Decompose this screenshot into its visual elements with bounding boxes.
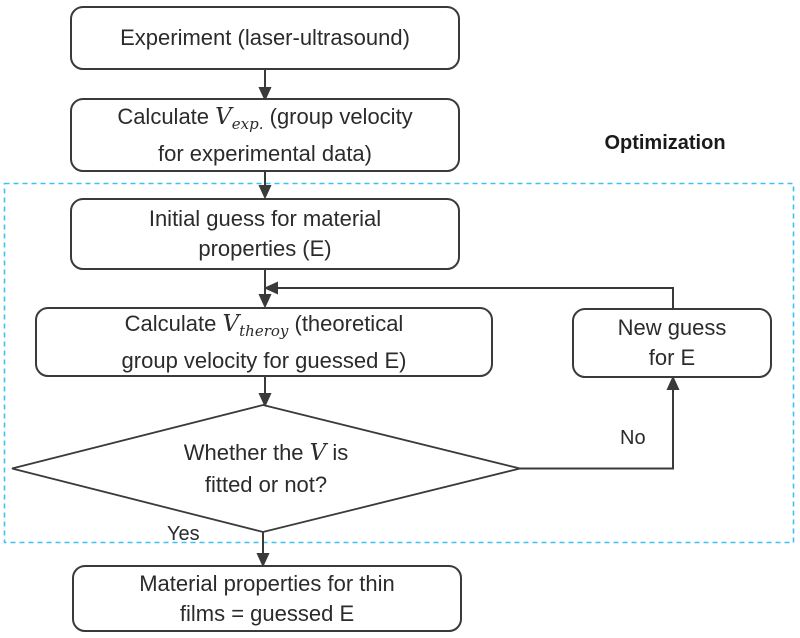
arrowhead	[258, 294, 272, 309]
text-part: Whether the	[183, 440, 310, 465]
feedback-line	[276, 287, 674, 308]
text-part: Calculate	[124, 310, 223, 336]
math-var-v: V	[309, 440, 327, 466]
node-decision-line2: fitted or not?	[204, 472, 328, 497]
optimization-region-border	[3, 182, 795, 544]
text-part: is	[326, 440, 349, 465]
node-calc-vtheory: Calculate Vtheroy (theoretical group vel…	[35, 307, 493, 377]
decision-diamond	[11, 404, 521, 533]
node-result-line1: Material properties for thin	[139, 570, 395, 596]
node-new-guess-line2: for E	[648, 345, 696, 370]
optimization-label: Optimization	[604, 132, 726, 154]
math-sub-exp: exp.	[231, 114, 264, 133]
node-calc-vtheory-line1: Calculate Vtheroy (theoretical	[125, 309, 404, 346]
text-part: (group velocity	[263, 103, 413, 129]
node-initial-guess-line2: properties (E)	[198, 236, 332, 261]
node-initial-guess: Initial guess for material properties (E…	[70, 198, 460, 270]
node-new-guess: New guess for E	[572, 308, 772, 378]
node-experiment-text: Experiment (laser-ultrasound)	[120, 25, 410, 50]
node-initial-guess-line1: Initial guess for material	[148, 206, 382, 231]
no-path-line	[520, 387, 674, 470]
node-calc-vexp: Calculate Vexp. (group velocity for expe…	[70, 98, 460, 172]
arrowhead	[258, 393, 272, 408]
math-var-v: V	[215, 103, 232, 130]
arrowhead	[263, 281, 278, 295]
node-result: Material properties for thin films = gue…	[72, 565, 462, 632]
node-calc-vexp-line1: Calculate Vexp. (group velocity	[117, 102, 412, 139]
node-decision-text: Whether the V is fitted or not?	[146, 437, 386, 500]
edge-label-yes: Yes	[167, 523, 200, 545]
node-experiment: Experiment (laser-ultrasound)	[70, 6, 460, 70]
node-calc-vtheory-line2: group velocity for guessed E)	[121, 347, 407, 373]
arrowhead	[666, 375, 680, 390]
text-part: (theoretical	[288, 310, 404, 336]
node-new-guess-line1: New guess	[617, 315, 727, 340]
edge-label-no: No	[620, 427, 646, 449]
text-part: Calculate	[117, 103, 216, 129]
node-calc-vexp-line2: for experimental data)	[158, 140, 372, 166]
math-sub-theroy: theroy	[239, 321, 289, 340]
node-result-line2: films = guessed E	[179, 600, 355, 626]
arrowhead	[258, 87, 272, 102]
node-decision-line1: Whether the V is	[146, 437, 386, 469]
arrowhead	[258, 185, 272, 200]
arrowhead	[256, 553, 270, 568]
math-var-v: V	[222, 310, 240, 337]
